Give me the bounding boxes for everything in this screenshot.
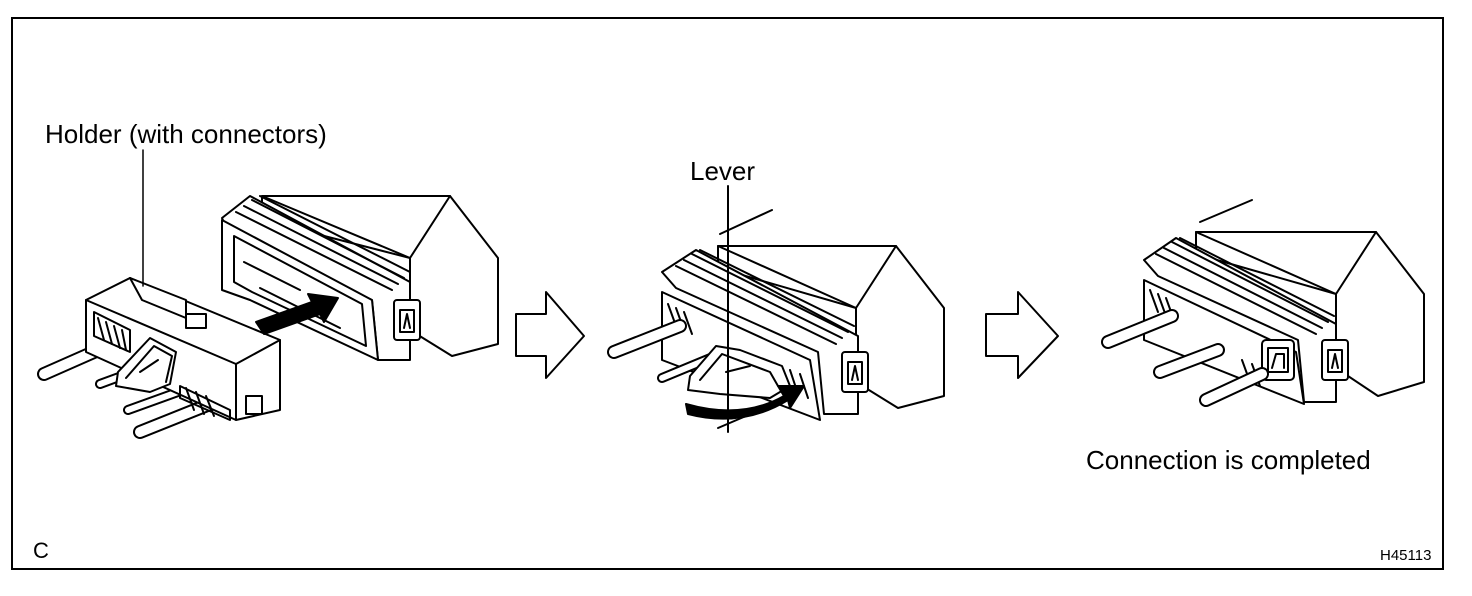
step1-ecu-socket (222, 196, 498, 360)
view-letter: C (33, 538, 49, 563)
holder-label: Holder (with connectors) (45, 119, 327, 149)
figure-code: H45113 (1380, 547, 1432, 564)
push-arrow-icon (256, 294, 338, 334)
step2-lever (688, 186, 790, 432)
lever-arrow-icon (686, 386, 804, 419)
completed-label: Connection is completed (1086, 445, 1371, 475)
step1-holder (44, 278, 280, 432)
step3-ecu-socket (1144, 200, 1424, 404)
step-arrow-icon (986, 292, 1058, 378)
figure-frame (11, 17, 1444, 570)
step3-wires (1108, 316, 1262, 400)
step-arrow-icon (516, 292, 584, 378)
lever-label: Lever (690, 156, 756, 186)
